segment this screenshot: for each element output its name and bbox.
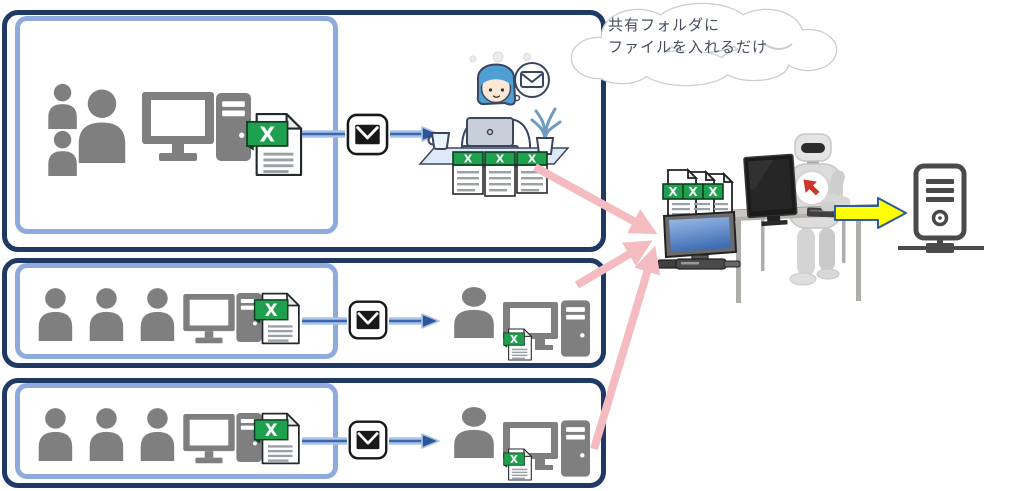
svg-text:X: X <box>510 454 518 466</box>
excel-x-label: X <box>259 123 275 147</box>
cloud-callout: 共有フォルダに ファイルを入れるだけ <box>570 2 838 87</box>
shared-folder-documents-icon: X X X <box>662 167 735 221</box>
desktop-monitor-icon <box>183 414 235 464</box>
svg-text:X: X <box>464 153 473 166</box>
worker-at-desk-illustration: X X X <box>418 51 570 197</box>
sender-box-1-inner <box>15 16 338 234</box>
email-envelope-icon <box>346 299 390 341</box>
thought-dot-icon <box>523 53 531 61</box>
thought-dot-icon <box>469 55 477 63</box>
pc-tower-icon <box>216 93 251 161</box>
sender-box-3-inner <box>15 383 338 479</box>
desktop-monitor-icon <box>183 294 235 344</box>
worker-avatar <box>476 63 517 106</box>
email-envelope-icon <box>345 112 390 157</box>
desktop-monitor-icon <box>142 92 214 161</box>
callout-line-1: 共有フォルダに <box>608 17 720 34</box>
sender-box-2-inner <box>15 263 338 359</box>
svg-text:X: X <box>708 185 718 199</box>
red-arrow-logo-icon <box>803 179 820 196</box>
mug-icon <box>427 132 451 150</box>
thought-dot-icon <box>492 51 504 63</box>
people-group-icon <box>38 408 175 461</box>
svg-text:X: X <box>496 153 505 166</box>
laptop-icon <box>461 117 519 153</box>
mail-thought-bubble-icon <box>513 62 550 102</box>
svg-text:X: X <box>265 421 278 440</box>
excel-file-icon: X <box>253 292 300 345</box>
svg-text:X: X <box>510 334 518 346</box>
person-icon <box>454 287 494 338</box>
svg-text:X: X <box>265 301 278 320</box>
svg-text:X: X <box>688 185 698 199</box>
sender-box-1-outer <box>2 10 606 252</box>
person-icon <box>454 407 494 458</box>
robot-monitor-icon <box>743 153 798 227</box>
shared-folder-computer-icon <box>657 210 741 270</box>
excel-docs-stack-icon: X X X <box>452 151 548 197</box>
people-group-icon <box>48 83 126 176</box>
excel-file-icon: X <box>253 412 300 465</box>
excel-file-small-icon: X <box>503 448 532 481</box>
server-icon <box>898 163 984 253</box>
plant-icon <box>530 107 562 155</box>
excel-file-icon: X <box>245 113 303 176</box>
email-envelope-icon <box>346 419 390 461</box>
svg-text:X: X <box>528 153 537 166</box>
callout-line-2: ファイルを入れるだけ <box>608 39 768 56</box>
pc-tower-icon <box>561 420 590 477</box>
excel-file-small-icon: X <box>503 328 532 361</box>
svg-text:X: X <box>668 185 678 199</box>
pc-tower-icon <box>561 300 590 357</box>
people-group-icon <box>38 288 175 341</box>
output-arrow-icon <box>834 197 907 229</box>
